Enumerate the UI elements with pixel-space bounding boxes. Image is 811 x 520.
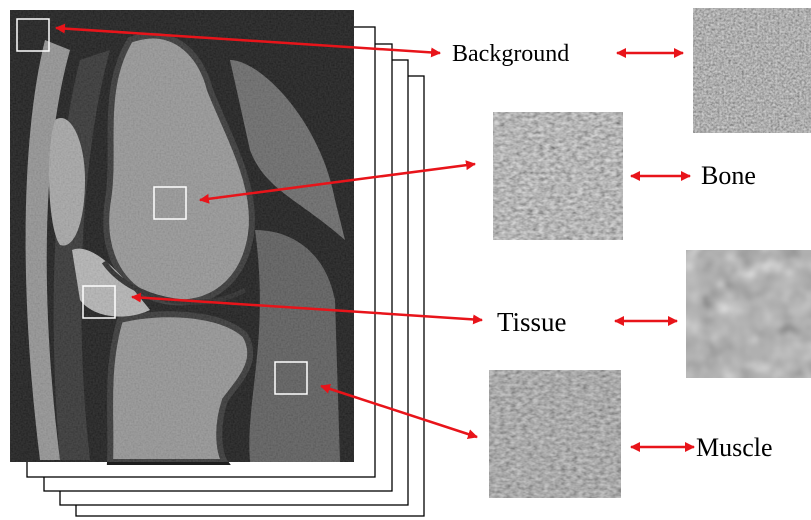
patch-background	[693, 8, 811, 133]
label-background: Background	[452, 41, 569, 67]
patch-bone	[493, 112, 623, 240]
patch-tissue	[686, 250, 811, 378]
label-tissue: Tissue	[497, 307, 567, 337]
patch-muscle	[489, 370, 621, 498]
label-bone: Bone	[701, 161, 756, 190]
label-muscle: Muscle	[696, 433, 773, 462]
